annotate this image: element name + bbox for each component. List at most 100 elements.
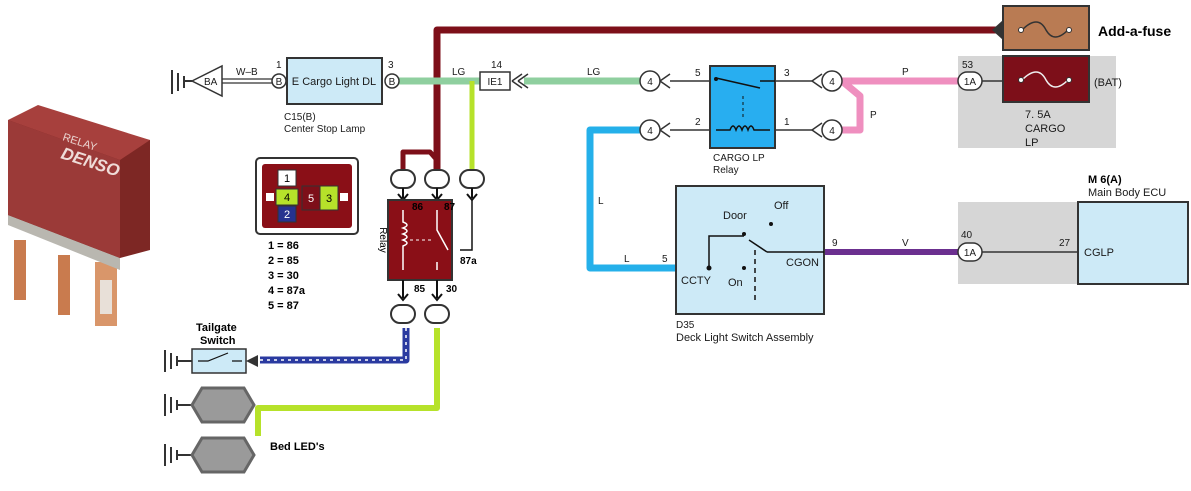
pin-dl-num: 3 [388, 60, 394, 71]
ecu-terminal: CGLP [1084, 247, 1114, 259]
wire-pink-2 [839, 78, 864, 134]
deck-on-label: On [728, 277, 743, 289]
add-a-fuse: Add-a-fuse [992, 5, 1171, 51]
bed-leds: Bed LED's [164, 386, 325, 474]
cargo-relay-pin5: 5 [695, 68, 701, 79]
cargo-lp-relay: 4 4 4 4 5 3 2 1 CA [639, 65, 843, 176]
deck-door-label: Door [723, 210, 747, 222]
relay-terminal [58, 255, 70, 315]
relay-pinout: 1 2 4 5 3 1 = 86 2 = 85 3 = 30 4 = 87a 5… [255, 157, 359, 312]
tailgate-switch-contact [198, 352, 242, 362]
junction-arrow [811, 73, 823, 89]
added-relay-pin30: 30 [446, 284, 458, 295]
junction-label: 4 [647, 77, 653, 88]
cargo-relay-pin3: 3 [784, 68, 790, 79]
wire-navy-pattern [260, 328, 407, 361]
deck-off-label: Off [774, 200, 789, 212]
pinout-label-3: 3 [326, 193, 332, 205]
junction-label: 4 [829, 126, 835, 137]
add-fuse-box [1002, 5, 1090, 51]
ecu-name: Main Body ECU [1088, 187, 1166, 199]
deck-door-contact [742, 232, 746, 236]
pin-arrow-icon [397, 188, 409, 202]
bed-leds-label: Bed LED's [270, 441, 325, 453]
junction-4-left-top: 4 [639, 70, 671, 92]
ground-triangle [190, 64, 223, 98]
pinout-legend-5: 5 = 87 [268, 300, 299, 312]
relay-switch-contact [715, 77, 761, 89]
wire-lg-label-2: LG [587, 67, 601, 78]
added-relay-coil-icon [400, 210, 408, 270]
cargo-relay-name-1: CARGO LP [713, 153, 765, 164]
wire-lime-leds [255, 328, 440, 436]
deck-name: Deck Light Switch Assembly [676, 332, 814, 344]
ie1-connector: 14 IE1 [479, 60, 529, 91]
junction-4-right-bottom: 4 [811, 119, 843, 141]
wire-lg-label-1: LG [452, 67, 466, 78]
added-relay-pin86: 86 [412, 202, 424, 213]
relay-coil-icon [716, 125, 770, 133]
wire-blue [586, 126, 676, 272]
led-1 [190, 386, 256, 424]
added-relay: 86 87 87a 85 30 Relay [377, 169, 485, 324]
cargo-relay-pin2: 2 [695, 117, 701, 128]
pinout-label-1: 1 [284, 173, 290, 185]
relay-terminal [100, 280, 112, 314]
pinout-legend-3: 3 = 30 [268, 270, 299, 282]
deck-pin9: 9 [832, 238, 838, 249]
tailgate-label-2: Switch [200, 335, 236, 347]
pinout-legend-2: 2 = 85 [268, 255, 299, 267]
added-relay-switch [436, 210, 449, 270]
pinout-cell-2 [277, 205, 297, 223]
ie1-arrow [511, 73, 529, 89]
relay-conn-87 [424, 169, 450, 189]
pin-dl-letter: B [389, 77, 396, 88]
relay-photo: RELAY DENSO [8, 105, 150, 326]
added-relay-pin87: 87 [444, 202, 456, 213]
relay-conn-87a [459, 169, 485, 189]
relay-conn-86 [390, 169, 416, 189]
wire-darkred [433, 26, 1003, 172]
fuse-name-1: CARGO [1025, 123, 1066, 135]
pin-arrow-icon [431, 280, 443, 302]
pin-arrow-icon [431, 188, 443, 202]
deck-ccty-label: CCTY [681, 275, 712, 287]
ecu-pin40: 40 [961, 230, 973, 241]
wire-wb [222, 78, 273, 84]
junction-arrow [659, 73, 671, 89]
deck-switch-wire [708, 235, 744, 268]
added-relay-pin85: 85 [414, 284, 426, 295]
deck-cgon-label: CGON [786, 257, 819, 269]
led-2 [190, 436, 256, 474]
added-relay-side-label: Relay [377, 227, 388, 253]
pin-arrow-icon [466, 188, 478, 202]
relay-contact-dot [714, 77, 718, 81]
deck-pin5: 5 [662, 254, 668, 265]
fuse-name-2: LP [1025, 137, 1038, 149]
wire-p-label-1: P [902, 67, 909, 78]
cargo-light-box [286, 57, 383, 105]
ecu-pin27: 27 [1059, 238, 1071, 249]
cargo-light: BA W–B B 1 E Cargo Light DL B 3 C15(B) C… [171, 57, 400, 135]
junction-4-left-bottom: 4 [639, 119, 671, 141]
fuse-connector-label: 1A [964, 77, 977, 88]
junction-arrow [811, 122, 823, 138]
cargo-light-pin-dl [384, 73, 400, 89]
pinout-legend-1: 1 = 86 [268, 240, 299, 252]
relay-conn-30 [424, 304, 450, 324]
add-fuse-arrow [992, 20, 1003, 40]
fuse-bat-label: (BAT) [1094, 77, 1122, 89]
cargo-light-name: Center Stop Lamp [284, 124, 366, 135]
relay-conn-85 [390, 304, 416, 324]
cargo-relay-name-2: Relay [713, 165, 739, 176]
ecu-connector-label: 1A [964, 248, 977, 259]
battery-fuse-block: 1A 53 (BAT) 7. 5A CARGO LP [957, 55, 1122, 149]
ecu-box [1077, 201, 1189, 285]
wire-l-label-2: L [624, 254, 630, 265]
wire-v-label: V [902, 238, 909, 249]
main-body-ecu: 1A 40 27 CGLP M 6(A) Main Body ECU [957, 174, 1189, 285]
ie1-label: IE1 [487, 77, 502, 88]
pin-e-letter: B [276, 77, 283, 88]
wire-navy [260, 328, 410, 364]
